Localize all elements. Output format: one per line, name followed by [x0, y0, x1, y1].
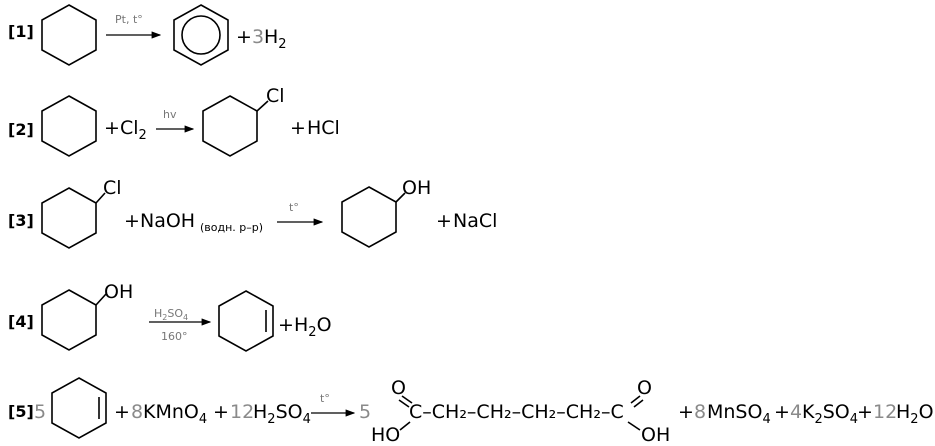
cyclohexene: [51, 377, 107, 439]
arrow-condition: hv: [163, 108, 177, 121]
plus-sign: +: [236, 26, 252, 48]
reaction-number: [3]: [8, 211, 34, 230]
coefficient: 5: [34, 401, 46, 423]
cyclohexane: [41, 4, 97, 66]
adipic-acid: O C–CH₂–CH₂–CH₂–CH₂–C HO O OH: [371, 377, 670, 446]
plus-sign: +: [857, 401, 873, 423]
reaction-4: [4] OH H2SO4 160° + H2O: [8, 281, 332, 352]
arrow-condition-top: H2SO4: [154, 307, 188, 322]
sodium-chloride: NaCl: [453, 210, 497, 232]
hydroxyl-right: OH: [641, 424, 670, 446]
hydrogen: H2: [264, 26, 287, 52]
coefficient: 3: [252, 26, 264, 48]
coefficient: 8: [694, 401, 706, 423]
substituent-label: OH: [402, 177, 431, 199]
chlorocyclohexane: [41, 187, 106, 249]
cyclohexanol: [41, 289, 107, 351]
hydroxyl-left: HO: [371, 424, 400, 446]
sodium-hydroxide: NaOH: [140, 210, 195, 232]
plus-sign: +: [104, 117, 120, 139]
plus-sign: +: [290, 117, 306, 139]
benzene: [173, 4, 229, 66]
plus-sign: +: [774, 401, 790, 423]
plus-sign: +: [124, 210, 140, 232]
reaction-5: [5] 5 + 8 KMnO4 + 12 H2SO4 t° 5 O C–CH₂–…: [8, 377, 934, 446]
coefficient: 12: [873, 401, 897, 423]
plus-sign: +: [278, 314, 294, 336]
reaction-number: [4]: [8, 312, 34, 331]
arrow-condition-bottom: 160°: [161, 330, 188, 343]
plus-sign: +: [114, 401, 130, 423]
reaction-number: [2]: [8, 120, 34, 139]
coefficient: 12: [230, 401, 254, 423]
reaction-2: [2] + Cl2 hv Cl + HCl: [8, 85, 340, 157]
carbonyl-oxygen-left: O: [391, 377, 406, 399]
arrow-condition: Pt, t°: [115, 13, 143, 26]
reaction-number: [1]: [8, 22, 34, 41]
reaction-1: [1] Pt, t° + 3 H2: [8, 4, 287, 66]
plus-sign: +: [436, 210, 452, 232]
coefficient: 8: [131, 401, 143, 423]
coefficient: 4: [790, 401, 802, 423]
arrow-condition: t°: [289, 201, 299, 214]
coefficient: 5: [359, 401, 371, 423]
sulfuric-acid: H2SO4: [253, 401, 311, 427]
chlorocyclohexane: [202, 95, 269, 157]
potassium-permanganate: KMnO4: [143, 401, 207, 427]
reaction-number: [5]: [8, 402, 34, 421]
substituent-label: Cl: [266, 85, 285, 107]
manganese-sulfate: MnSO4: [707, 401, 771, 427]
arrow-condition: t°: [320, 392, 330, 405]
carbon-chain: C–CH₂–CH₂–CH₂–CH₂–C: [409, 401, 624, 423]
substituent-label: OH: [104, 281, 133, 303]
carbonyl-oxygen-right: O: [637, 377, 652, 399]
plus-sign: +: [678, 401, 694, 423]
substituent-label: Cl: [103, 177, 122, 199]
reaction-3: [3] Cl + NaOH (водн. р–р) t° OH + NaCl: [8, 177, 497, 249]
cyclohexene: [218, 290, 274, 352]
potassium-sulfate: K2SO4: [802, 401, 858, 427]
cyclohexanol: [341, 186, 406, 248]
water: H2O: [294, 314, 332, 340]
cyclohexane: [41, 95, 97, 157]
water: H2O: [896, 401, 934, 427]
chlorine: Cl2: [120, 117, 147, 143]
hydrogen-chloride: HCl: [307, 117, 340, 139]
plus-sign: +: [213, 401, 229, 423]
reagent-condition: (водн. р–р): [200, 221, 263, 234]
